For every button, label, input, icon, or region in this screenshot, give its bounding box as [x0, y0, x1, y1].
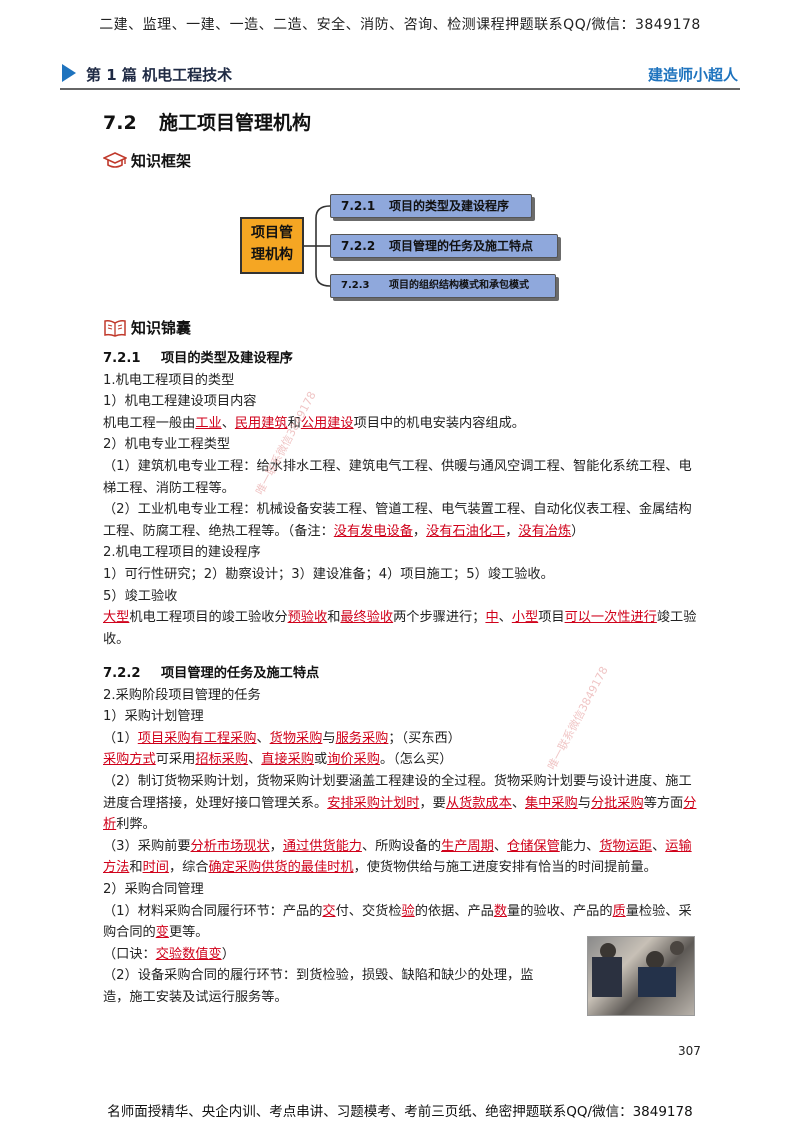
- paragraph: （3）采购前要分析市场现状，通过供货能力、所购设备的生产周期、仓储保管能力、货物…: [103, 838, 692, 876]
- paragraph: 2）采购合同管理: [103, 881, 204, 897]
- paragraph: （1）材料采购合同履行环节：产品的交付、交货检验的依据、产品数量的验收、产品的质…: [103, 903, 692, 941]
- section-title: 7.2 施工项目管理机构: [103, 108, 311, 135]
- chapter-title: 第 1 篇 机电工程技术: [86, 66, 233, 84]
- mindmap-branch-1: 7.2.1 项目的类型及建设程序: [330, 194, 532, 218]
- paragraph: 5）竣工验收: [103, 588, 178, 604]
- page-number: 307: [678, 1044, 701, 1058]
- section-7-2-1: 7.2.1 项目的类型及建设程序 1.机电工程项目的类型 1）机电工程建设项目内容…: [103, 348, 703, 650]
- paragraph: 1.机电工程项目的类型: [103, 372, 235, 388]
- paragraph: （2）制订货物采购计划，货物采购计划要涵盖工程建设的全过程。货物采购计划要与设计…: [103, 773, 697, 833]
- open-book-icon: [104, 319, 126, 337]
- mindmap-root-line1: 项目管: [251, 225, 293, 241]
- branch-number: 7.2.3: [341, 280, 370, 291]
- mindmap-root-line2: 理机构: [251, 247, 293, 263]
- graduation-cap-icon: [103, 151, 127, 168]
- paragraph: 1）可行性研究；2）勘察设计；3）建设准备；4）项目施工；5）竣工验收。: [103, 566, 554, 582]
- chapter-header: 第 1 篇 机电工程技术 建造师小超人: [60, 58, 740, 90]
- paragraph: 大型机电工程项目的竣工验收分预验收和最终验收两个步骤进行；中、小型项目可以一次性…: [103, 610, 697, 647]
- subsection-number: 7.2.1: [103, 351, 141, 366]
- paragraph: 1）采购计划管理: [103, 709, 204, 725]
- brand-name: 建造师小超人: [647, 66, 738, 84]
- branch-label: 项目管理的任务及施工特点: [389, 239, 534, 253]
- subsection-title: 项目管理的任务及施工特点: [161, 666, 320, 681]
- inspection-photo: [587, 936, 695, 1016]
- branch-label: 项目的组织结构模式和承包模式: [389, 280, 529, 291]
- subsection-heading: 7.2.1 项目的类型及建设程序: [103, 348, 703, 370]
- subsection-number: 7.2.2: [103, 666, 141, 681]
- pouch-heading: 知识锦囊: [103, 317, 191, 338]
- paragraph: 2.采购阶段项目管理的任务: [103, 687, 261, 703]
- footer: 名师面授精华、央企内训、考点串讲、习题模考、考前三页纸、绝密押题联系QQ/微信：…: [107, 1104, 693, 1120]
- paragraph: （1）建筑机电专业工程：给水排水工程、建筑电气工程、供暖与通风空调工程、智能化系…: [103, 458, 692, 496]
- pouch-heading-text: 知识锦囊: [131, 319, 192, 337]
- branch-number: 7.2.2: [341, 239, 376, 253]
- section-title-text: 施工项目管理机构: [159, 112, 312, 134]
- section-number: 7.2: [103, 112, 137, 134]
- paragraph: 1）机电工程建设项目内容: [103, 394, 257, 410]
- paragraph: 2.机电工程项目的建设程序: [103, 545, 261, 561]
- paragraph: （1）项目采购有工程采购、货物采购与服务采购；（买东西）: [103, 730, 461, 746]
- mindmap-branch-2: 7.2.2 项目管理的任务及施工特点: [330, 234, 558, 258]
- paragraph: 2）机电专业工程类型: [103, 437, 231, 453]
- framework-heading: 知识框架: [103, 150, 191, 171]
- mindmap-root: 项目管 理机构: [240, 217, 304, 274]
- arrow-icon: [62, 64, 76, 82]
- paragraph: （口诀：交验数值变）: [103, 946, 235, 962]
- paragraph: 机电工程一般由工业、民用建筑和公用建设项目中的机电安装内容组成。: [103, 415, 525, 431]
- paragraph: （2）工业机电专业工程：机械设备安装工程、管道工程、电气装置工程、自动化仪表工程…: [103, 502, 692, 539]
- section-7-2-2: 7.2.2 项目管理的任务及施工特点 2.采购阶段项目管理的任务 1）采购计划管理…: [103, 663, 703, 1009]
- framework-heading-text: 知识框架: [131, 152, 192, 170]
- paragraph: 采购方式可采用招标采购、直接采购或询价采购。（怎么买）: [103, 752, 453, 768]
- mindmap-connectors: [304, 205, 331, 287]
- top-banner: 二建、监理、一建、一造、二造、安全、消防、咨询、检测课程押题联系QQ/微信：38…: [99, 17, 701, 33]
- branch-label: 项目的类型及建设程序: [389, 199, 510, 213]
- subsection-title: 项目的类型及建设程序: [161, 351, 293, 366]
- mindmap-branch-3: 7.2.3 项目的组织结构模式和承包模式: [330, 274, 556, 298]
- branch-number: 7.2.1: [341, 199, 376, 213]
- paragraph: （2）设备采购合同的履行环节：到货检验，损毁、缺陷和缺少的处理，监造，施工安装及…: [103, 968, 534, 1005]
- subsection-heading: 7.2.2 项目管理的任务及施工特点: [103, 663, 703, 685]
